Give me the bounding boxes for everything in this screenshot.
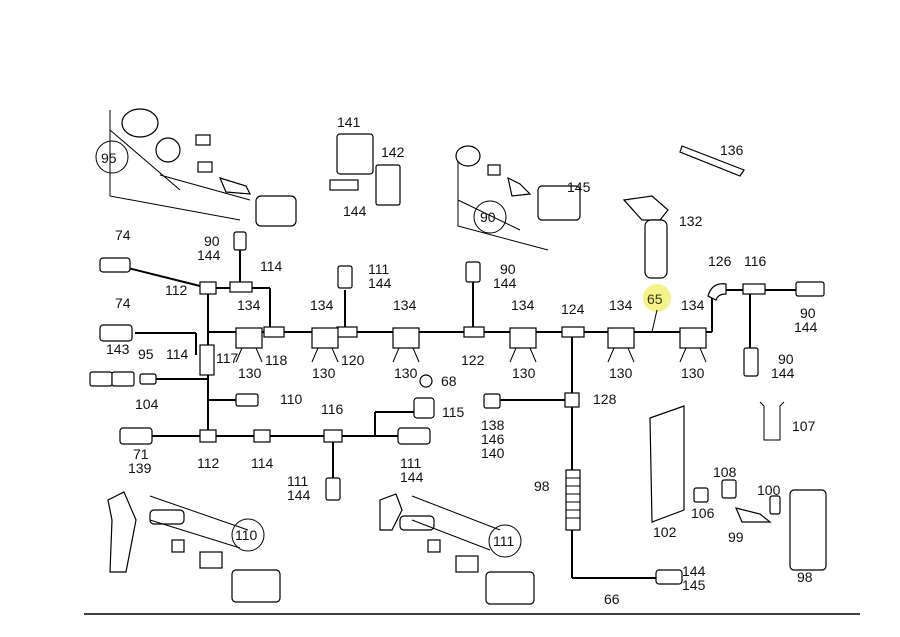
callout-104: 104 — [135, 396, 159, 412]
callout-134: 134 — [609, 297, 633, 313]
callout-95: 95 — [101, 150, 117, 166]
callout-134: 134 — [310, 297, 334, 313]
callout-144: 144 — [400, 469, 424, 485]
callout-95: 95 — [138, 346, 154, 362]
callout-136: 136 — [720, 142, 744, 158]
callout-114: 114 — [166, 346, 189, 362]
callout-130: 130 — [238, 365, 262, 381]
small-connectors — [89, 231, 825, 585]
callout-90: 90 — [480, 209, 496, 225]
callout-115: 115 — [442, 404, 465, 420]
callout-124: 124 — [561, 301, 585, 317]
callout-143: 143 — [106, 341, 130, 357]
callout-134: 134 — [393, 297, 417, 313]
callout-132: 132 — [679, 213, 703, 229]
callout-111: 111 — [400, 455, 421, 471]
callout-90: 90 — [204, 233, 220, 249]
callout-130: 130 — [609, 365, 633, 381]
callout-114: 114 — [260, 258, 283, 274]
callout-100: 100 — [757, 482, 781, 498]
connector-98-right — [789, 489, 827, 571]
fuse-strip-98 — [565, 469, 581, 531]
highlight-65 — [643, 284, 671, 312]
callout-98: 98 — [797, 569, 813, 585]
callout-144: 144 — [197, 247, 221, 263]
callout-144: 144 — [368, 275, 392, 291]
callout-146: 146 — [481, 431, 505, 447]
callout-144: 144 — [493, 275, 517, 291]
callout-144: 144 — [682, 563, 706, 579]
connector-130-series — [235, 327, 707, 363]
callout-144: 144 — [794, 319, 818, 335]
callout-138: 138 — [481, 417, 505, 433]
callout-71: 71 — [133, 446, 149, 462]
callout-66: 66 — [604, 591, 620, 607]
callout-144: 144 — [287, 487, 311, 503]
callout-128: 128 — [593, 391, 617, 407]
junction-blocks — [199, 281, 766, 443]
callout-circles — [95, 140, 522, 558]
terminals-99-108 — [693, 479, 781, 523]
callout-144: 144 — [771, 365, 795, 381]
callout-118: 118 — [265, 352, 288, 368]
callout-126: 126 — [708, 253, 732, 269]
callout-122: 122 — [461, 352, 485, 368]
callout-130: 130 — [512, 365, 536, 381]
part-cluster-110 — [107, 491, 281, 603]
callout-130: 130 — [681, 365, 705, 381]
callout-112: 112 — [197, 455, 220, 471]
callout-111: 111 — [287, 473, 308, 489]
cable-tie-136 — [679, 145, 745, 177]
callout-144: 144 — [343, 203, 367, 219]
callout-90: 90 — [778, 351, 794, 367]
callout-142: 142 — [381, 144, 405, 160]
callout-90: 90 — [800, 305, 816, 321]
callout-117: 117 — [216, 350, 239, 366]
part-cluster-141-142 — [329, 133, 401, 206]
bracket-107 — [759, 401, 785, 441]
callout-labels: 95 74 112 90 144 114 141 142 144 111 144… — [101, 114, 818, 607]
callout-134: 134 — [511, 297, 535, 313]
callout-114: 114 — [251, 455, 274, 471]
control-unit-102 — [649, 405, 685, 523]
callout-110: 110 — [235, 527, 258, 543]
callout-130: 130 — [312, 365, 336, 381]
callout-145: 145 — [682, 577, 706, 593]
callout-112: 112 — [165, 282, 188, 298]
sensor-132 — [622, 195, 669, 279]
callout-90: 90 — [500, 261, 516, 277]
callout-134: 134 — [237, 297, 261, 313]
callout-107: 107 — [792, 418, 816, 434]
callout-116: 116 — [321, 401, 344, 417]
callout-74: 74 — [115, 227, 131, 243]
callout-130: 130 — [394, 365, 418, 381]
callout-65: 65 — [647, 291, 663, 307]
callout-106: 106 — [691, 505, 715, 521]
callout-140: 140 — [481, 445, 505, 461]
callout-116: 116 — [744, 253, 767, 269]
part-cluster-95 — [109, 108, 297, 227]
callout-74: 74 — [115, 295, 131, 311]
callout-139: 139 — [128, 460, 152, 476]
part-cluster-111 — [379, 493, 535, 605]
callout-110: 110 — [280, 391, 303, 407]
callout-99: 99 — [728, 529, 744, 545]
callout-134: 134 — [681, 297, 705, 313]
callout-141: 141 — [337, 114, 361, 130]
callout-120: 120 — [341, 352, 365, 368]
callout-98: 98 — [534, 478, 550, 494]
callout-102: 102 — [653, 524, 677, 540]
callout-68: 68 — [441, 373, 457, 389]
callout-111: 111 — [493, 533, 514, 549]
part-cluster-90-145 — [455, 145, 581, 251]
callout-108: 108 — [713, 464, 737, 480]
callout-111: 111 — [368, 261, 389, 277]
callout-145: 145 — [567, 179, 591, 195]
